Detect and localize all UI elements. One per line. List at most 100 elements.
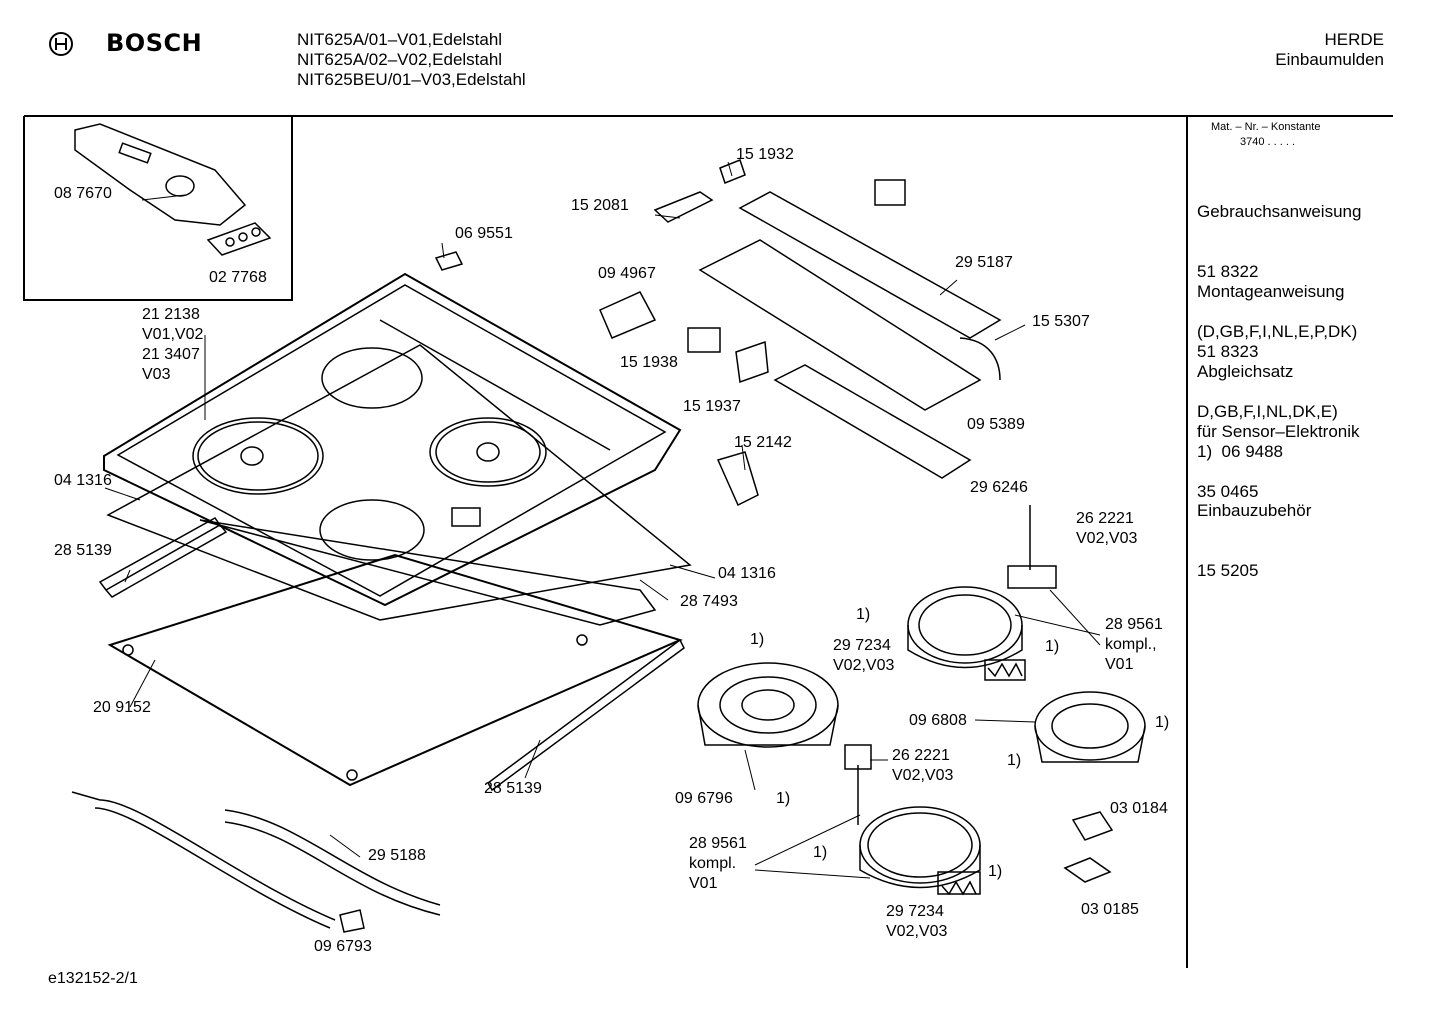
gasket-strip [106, 344, 692, 621]
inset-box [23, 116, 293, 301]
part-label-209152: 20 9152 [93, 699, 151, 716]
burner-left [697, 662, 839, 748]
heating-symbol-icon [987, 662, 1023, 678]
heating-symbols [941, 662, 1023, 896]
part-label-069551: 06 9551 [455, 225, 513, 242]
category-title: HERDE [1324, 30, 1384, 49]
label-15-1932 [719, 159, 746, 184]
section-line: 15 5205 [1197, 561, 1259, 580]
bosch-armature-icon [49, 32, 73, 56]
part-label-152142: 15 2142 [734, 434, 792, 451]
control-knob-part [74, 123, 247, 226]
part-label-151932: 15 1932 [736, 146, 794, 163]
section-line: 51 8323 [1197, 342, 1259, 361]
part-label-030185: 03 0185 [1081, 901, 1139, 918]
section-line: 35 0465 [1197, 482, 1259, 501]
bracket-03-0185 [1063, 857, 1112, 883]
part-label-041316-left: 04 1316 [54, 472, 112, 489]
konstante-label: Mat. – Nr. – Konstante [1211, 121, 1321, 133]
model-line: NIT625BEU/01–V03,Edelstahl [297, 70, 526, 89]
clip-06-9551 [434, 251, 464, 271]
burner-top [907, 505, 1057, 681]
category-subtitle: Einbaumulden [1275, 50, 1384, 69]
part-label-297234-top: 29 7234 V02,V03 [833, 637, 895, 674]
part-label-096796: 09 6796 [675, 790, 733, 807]
part-label-030184: 03 0184 [1110, 800, 1168, 817]
burner-right [1034, 691, 1146, 763]
footnote-mark: 1) [1155, 714, 1170, 731]
seal-plate-part [206, 222, 272, 256]
base-tray [107, 553, 683, 787]
part-label-094967: 09 4967 [598, 265, 656, 282]
part-label-095389: 09 5389 [967, 416, 1025, 433]
part-label-295188: 29 5188 [368, 847, 426, 864]
footnote-mark: 1) [1045, 638, 1060, 655]
part-label-297234-bottom: 29 7234 V02,V03 [886, 903, 948, 940]
part-label-212138: 21 2138 V01,V02 21 3407 V03 [142, 306, 204, 383]
sidebar-section-abgleich: Abgleichsatz für Sensor–Elektronik 35 04… [1197, 322, 1360, 522]
part-label-027768: 02 7768 [209, 269, 267, 286]
category-block: HERDE Einbaumulden [1275, 30, 1384, 70]
section-title: Abgleichsatz [1197, 362, 1294, 381]
konstante-value: 3740 . . . . . [1240, 136, 1296, 148]
part-label-155307: 15 5307 [1032, 313, 1090, 330]
section-line: für Sensor–Elektronik [1197, 422, 1360, 441]
section-line: (D,GB,F,I,NL,E,P,DK) [1197, 322, 1358, 341]
part-label-151937: 15 1937 [683, 398, 741, 415]
holder-15-2142 [716, 451, 759, 507]
part-label-041316-right: 04 1316 [718, 565, 776, 582]
section-title: Montageanweisung [1197, 282, 1345, 301]
footnote-mark: 1) [1007, 752, 1022, 769]
footnote-mark: 1) [988, 863, 1003, 880]
switch-15-1937 [735, 340, 769, 384]
model-line: NIT625A/01–V01,Edelstahl [297, 30, 503, 49]
part-label-096793: 09 6793 [314, 938, 372, 955]
control-board [738, 179, 1002, 381]
part-label-289561-left: 28 9561 kompl. V01 [689, 835, 747, 892]
part-label-295187: 29 5187 [955, 254, 1013, 271]
side-rail-left [98, 517, 228, 598]
side-rail-right [487, 638, 685, 792]
connector-09-6793 [339, 909, 365, 933]
leader-lines [104, 161, 1101, 879]
part-label-262221-bottom: 26 2221 V02,V03 [892, 747, 954, 784]
power-cable [71, 791, 336, 929]
part-label-096808: 09 6808 [909, 712, 967, 729]
model-list: NIT625A/01–V01,Edelstahl NIT625A/02–V02,… [297, 30, 526, 90]
section-title: Gebrauchsanweisung [1197, 202, 1362, 221]
footnote-mark: 1) [813, 844, 828, 861]
section-title: Einbauzubehör [1197, 501, 1312, 520]
sidebar-section-einbau: Einbauzubehör 15 5205 [1197, 461, 1311, 601]
model-line: NIT625A/02–V02,Edelstahl [297, 50, 503, 69]
sidebar-section-gebrauch: Gebrauchsanweisung 51 8322 (D,GB,F,I,NL,… [1197, 162, 1361, 362]
footnote-mark: 1) [776, 790, 791, 807]
lower-frame [199, 519, 657, 626]
section-title: 1) 06 9488 [1197, 442, 1284, 461]
footnote-mark: 1) [856, 606, 871, 623]
connector-15-1938 [687, 327, 721, 353]
part-label-285139-right: 28 5139 [484, 780, 542, 797]
brand-name: BOSCH [106, 29, 203, 57]
drawing-code: e132152-2/1 [48, 970, 138, 987]
glass-ceramic-cooktop [103, 272, 682, 607]
part-label-289561-right: 28 9561 kompl., V01 [1105, 616, 1163, 673]
footnote-mark: 1) [750, 631, 765, 648]
block-03-0184 [1071, 811, 1114, 841]
part-label-087670: 08 7670 [54, 185, 112, 202]
bosch-logo: BOSCH [48, 29, 208, 60]
part-label-151938: 15 1938 [620, 354, 678, 371]
burner-bottom [844, 744, 981, 895]
clip-15-2081 [653, 191, 714, 223]
plate-09-4967 [599, 291, 657, 339]
part-label-152081: 15 2081 [571, 197, 629, 214]
wiring-harness [224, 809, 441, 916]
part-label-262221-top: 26 2221 V02,V03 [1076, 510, 1138, 547]
sensor-bracket [773, 364, 972, 479]
part-label-285139-left: 28 5139 [54, 542, 112, 559]
heating-symbol-icon [941, 880, 977, 896]
board-carrier [698, 239, 982, 411]
section-line: D,GB,F,I,NL,DK,E) [1197, 402, 1338, 421]
part-label-296246: 29 6246 [970, 479, 1028, 496]
sidebar-section-montage: Montageanweisung 51 8323 D,GB,F,I,NL,DK,… [1197, 242, 1344, 442]
